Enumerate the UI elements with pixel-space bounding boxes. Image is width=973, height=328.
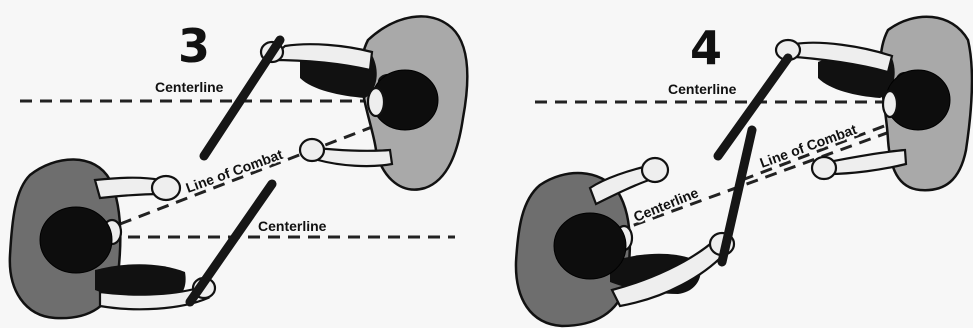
centerline-bottom-label: Centerline xyxy=(258,218,327,234)
head xyxy=(40,207,112,273)
centerline-top-label: Centerline xyxy=(668,81,737,97)
left-hand xyxy=(642,158,668,182)
fighter-top-right xyxy=(261,16,467,189)
face xyxy=(883,91,897,117)
panel-number: 3 xyxy=(178,19,210,73)
stick-bottom-fighter xyxy=(190,184,272,302)
right-arm xyxy=(318,148,392,166)
face xyxy=(368,88,384,116)
right-hand xyxy=(812,157,836,179)
panel-4: 4 xyxy=(516,17,972,326)
centerline-top-label: Centerline xyxy=(155,79,224,95)
left-hand xyxy=(152,176,180,200)
head xyxy=(554,213,626,279)
fighter-bottom-left xyxy=(516,158,734,326)
panel-number: 4 xyxy=(690,21,722,75)
right-hand xyxy=(300,139,324,161)
stick-top-fighter xyxy=(204,40,280,156)
panel-3: 3 xyxy=(10,16,468,318)
